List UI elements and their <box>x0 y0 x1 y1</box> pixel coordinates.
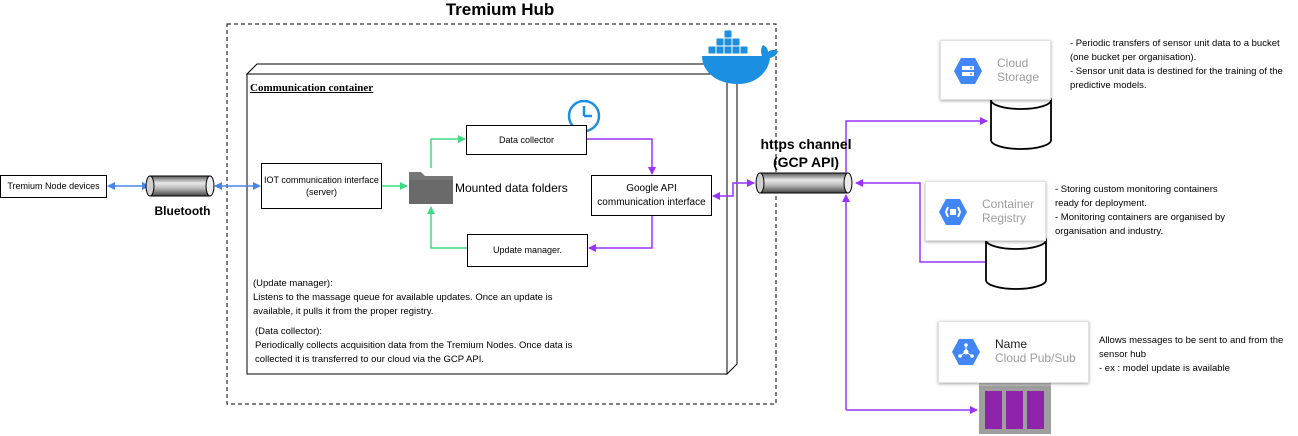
pubsub-note: Allows messages to be sent to and from t… <box>1099 335 1284 374</box>
pubsub-line2: Cloud Pub/Sub <box>995 351 1076 365</box>
bluetooth-label: Bluetooth <box>154 204 211 218</box>
docker-icon <box>702 29 778 84</box>
cloud-storage-note: - Periodic transfers of sensor unit data… <box>1070 38 1283 91</box>
container-title: Communication container <box>250 82 374 94</box>
container-registry-line1: Container <box>982 197 1035 211</box>
cloud-storage-line2: Storage <box>997 70 1040 84</box>
tremium-node-devices: Tremium Node devices <box>0 175 107 198</box>
message-queue-icon <box>979 376 1051 434</box>
api-https-link <box>712 179 755 200</box>
data-collector-note: (Data collector): Periodically collects … <box>255 326 573 365</box>
container-registry-note: - Storing custom monitoring containers r… <box>1055 184 1226 237</box>
bluetooth-pipe <box>145 175 215 197</box>
iot-communication-interface: IOT communication interface (server) <box>261 163 382 209</box>
data-collector: Data collector <box>466 125 587 155</box>
pubsub-icon <box>952 339 980 365</box>
cloud-storage-card: Cloud Storage <box>940 40 1051 100</box>
container-registry-line2: Registry <box>982 211 1027 225</box>
collector-api-link <box>587 138 656 175</box>
https-channel-label: https channel (GCP API) <box>760 136 852 170</box>
hub-title: Tremium Hub <box>445 0 555 19</box>
google-api-interface: Google API communication interface <box>591 175 712 216</box>
update-folder-link <box>427 206 467 249</box>
communication-container-box <box>245 63 738 376</box>
https-pipe <box>755 172 853 194</box>
hub-boundary <box>226 23 777 405</box>
container-registry-icon <box>939 199 967 225</box>
container-registry-card: Container Registry <box>925 181 1046 241</box>
cloud-pubsub-card: Name Cloud Pub/Sub <box>938 321 1089 383</box>
update-manager-note: (Update manager): Listens to the massage… <box>253 278 553 317</box>
folder-collector-link <box>430 135 466 168</box>
pubsub-line1: Name <box>995 337 1028 351</box>
update-manager: Update manager. <box>467 234 588 267</box>
folder-icon <box>409 172 453 204</box>
cloud-storage-icon <box>954 58 982 84</box>
cloud-storage-line1: Cloud <box>997 56 1029 70</box>
api-update-link <box>588 216 653 252</box>
registry-https-link <box>855 179 986 263</box>
https-storage-link <box>845 117 988 173</box>
mounted-data-folders-label: Mounted data folders <box>455 181 568 195</box>
